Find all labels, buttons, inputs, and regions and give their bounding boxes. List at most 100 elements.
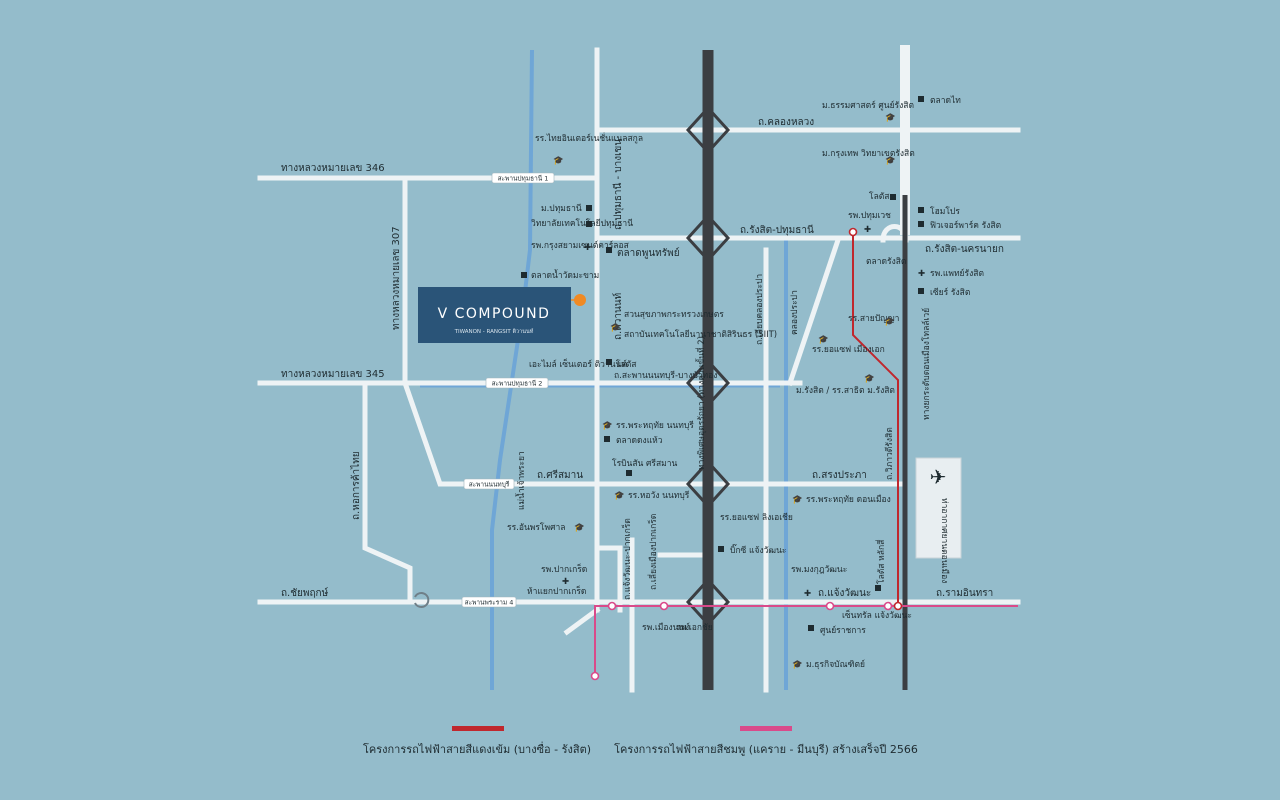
school-cap-icon: 🎓 xyxy=(610,323,621,333)
square-marker-icon xyxy=(606,247,612,253)
project-location-marker xyxy=(574,294,586,306)
station-pink-2 xyxy=(607,601,617,611)
label-samakkhi: ถ.หอการค้าไทย xyxy=(350,451,362,520)
station-pink-1 xyxy=(590,671,600,681)
poi-lotus-ramintra: โลตัส หลักสี่ xyxy=(875,539,887,584)
school-cap-icon: 🎓 xyxy=(553,156,564,166)
label-si-saman: ถ.ศรีสมาน xyxy=(537,469,583,481)
label-chaeng-wattana: ถ.แจ้งวัฒนะ xyxy=(818,587,871,599)
project-name: V COMPOUND xyxy=(438,306,551,322)
hospital-cross-icon: ✚ xyxy=(562,577,569,587)
poi-gov-center: ศูนย์ราชการ xyxy=(820,625,866,636)
label-tollway: ทางยกระดับดอนเมืองโทลล์เวย์ xyxy=(921,308,932,420)
interchange-si-saman xyxy=(685,459,731,509)
square-marker-icon xyxy=(586,221,592,227)
square-marker-icon xyxy=(606,359,612,365)
shield-bridge-2 xyxy=(485,377,549,389)
school-cap-icon: 🎓 xyxy=(574,523,585,533)
chaiyaphruek-loop xyxy=(414,592,430,608)
poi-pak-kret-hosp: รพ.ปากเกร็ด xyxy=(541,563,587,575)
label-rangsit-nakhon-nayok: ถ.รังสิต-นครนายก xyxy=(925,244,1004,255)
poi-phrahathai: รร.พระหฤทัย นนทบุรี xyxy=(616,420,694,431)
label-rangsit-pathum: ถ.รังสิต-ปทุมธานี xyxy=(740,224,814,236)
school-cap-icon: 🎓 xyxy=(818,335,829,345)
road-connector-2 xyxy=(597,545,623,613)
poi-donmueang-school: รร.พระหฤทัย ดอนเมือง xyxy=(806,494,891,505)
road-samakkhi xyxy=(362,380,413,603)
road-rangsit-diag xyxy=(786,236,842,387)
project-box xyxy=(418,287,571,343)
legend: โครงการรถไฟฟ้าสายสีแดงเข้ม (บางซื่อ - รั… xyxy=(363,726,918,756)
poi-talad-rangsit: ตลาดรังสิต xyxy=(866,257,906,267)
label-khlong-prapa: คลองประปา xyxy=(790,290,800,335)
poi-mongkut: รพ.มงกุฎวัฒนะ xyxy=(791,565,847,575)
highways xyxy=(685,50,908,690)
interchange-345 xyxy=(685,358,731,408)
label-hwy345: ทางหลวงหมายเลข 345 xyxy=(281,369,385,380)
label-vibhavadi: ถ.วิภาวดีรังสิต xyxy=(884,427,895,480)
label-river: แม่น้ำเจ้าพระยา xyxy=(515,451,527,510)
poi-talad-thai: ตลาดไท xyxy=(930,95,961,106)
points-of-interest: รร.ไทยอินเตอร์เนชั่นแนลสกูล 🎓 ม.ปทุมธานี… xyxy=(507,95,1001,670)
poi-ck-market: เซ็นทรัล แจ้งวัฒนะ xyxy=(842,609,912,621)
station-pink-5 xyxy=(883,601,893,611)
poi-pak-kret-junction: ห้าแยกปากเกร็ด xyxy=(527,585,586,597)
red-line xyxy=(852,232,899,606)
airport-box xyxy=(915,457,962,559)
station-lak-si xyxy=(893,601,903,611)
poi-satit-intl: รร.ไทยอินเตอร์เนชั่นแนลสกูล xyxy=(535,132,643,144)
label-hwy307: ทางหลวงหมายเลข 307 xyxy=(391,226,402,330)
bridge-label-4: สะพานพระราม 4 xyxy=(465,599,514,607)
poi-yothin: รร.ยอแซฟ ลิงเอเชีย xyxy=(720,512,793,523)
poi-talad-dong: ตลาดดงแห้ว xyxy=(616,435,663,446)
poi-horwang: รร.หอวัง นนทบุรี xyxy=(628,490,690,501)
poi-future-park-west: เอะไมล์ เซ็นเตอร์ ติวานนท์ xyxy=(529,358,627,370)
square-marker-icon xyxy=(918,288,924,294)
hospital-cross-icon: ✚ xyxy=(918,269,925,279)
school-cap-icon: 🎓 xyxy=(792,495,803,505)
label-ram-intra: ถ.รามอินทรา xyxy=(936,588,993,599)
bridge-shields: สะพานปทุมธานี 1 สะพานปทุมธานี 2 สะพานนนท… xyxy=(461,172,555,608)
poi-pathumthani-univ: ม.ปทุมธานี xyxy=(541,203,582,214)
bridge-label-2: สะพานปทุมธานี 2 xyxy=(492,380,543,388)
poi-krungthep-univ: ม.กรุงเทพ วิทยาเขตรังสิต xyxy=(822,149,915,159)
poi-rangsit-school: รร.สายปัญญา xyxy=(848,314,899,324)
school-cap-icon: 🎓 xyxy=(884,317,895,327)
poi-rangsit-univ: ม.รังสิต / รร.สาธิต ม.รังสิต xyxy=(796,386,895,396)
poi-paolo-hosp: รพ.แพทย์รังสิต xyxy=(930,268,984,279)
poi-krungthai-hosp: รพ.กรุงสยามเซนต์คาร์ลอส xyxy=(531,240,630,251)
poi-pathum-tech: วิทยาลัยเทคโนโลยีปทุมธานี xyxy=(531,218,633,229)
label-chaeng-wattana-pak-kret: ถ.แจ้งวัฒนะ-ปากเกร็ด xyxy=(621,518,633,600)
square-marker-icon xyxy=(890,194,896,200)
label-hwy346: ทางหลวงหมายเลข 346 xyxy=(281,163,385,174)
road-si-saman xyxy=(401,379,908,487)
poi-robinson: โรบินสัน ศรีสมาน xyxy=(612,458,678,469)
square-marker-icon xyxy=(808,625,814,631)
square-marker-icon xyxy=(604,436,610,442)
poi-talad-nam: ตลาดน้ำวัดมะขาม xyxy=(531,269,599,281)
project-location: V COMPOUND TIWANON - RANGSIT ติวานนท์ xyxy=(418,287,586,343)
school-cap-icon: 🎓 xyxy=(792,660,803,670)
road-connector-3 xyxy=(563,606,601,636)
bridge-label-1: สะพานปทุมธานี 1 xyxy=(498,175,549,183)
label-songprapha: ถ.สรงประภา xyxy=(812,470,867,481)
label-nonthaburi-bangbua: ถ.สะพานนนทบุรี-บางบัวทอง xyxy=(614,370,717,381)
poi-big-c: บิ๊กซี แจ้งวัฒนะ xyxy=(730,543,786,556)
square-marker-icon xyxy=(918,221,924,227)
road-labels: ทางหลวงหมายเลข 346 ทางหลวงหมายเลข 345 ทา… xyxy=(281,117,1004,600)
square-marker-icon xyxy=(918,96,924,102)
poi-airport: ท่าอากาศยานดอนเมือง xyxy=(939,498,950,583)
shield-bridge-1 xyxy=(491,172,555,184)
school-cap-icon: 🎓 xyxy=(614,491,625,501)
poi-talad-phoon: ตลาดพูนทรัพย์ xyxy=(617,247,680,259)
school-cap-icon: 🎓 xyxy=(864,374,875,384)
legend-red-label: โครงการรถไฟฟ้าสายสีแดงเข้ม (บางซื่อ - รั… xyxy=(363,741,591,756)
poi-thammasat: ม.ธรรมศาสตร์ ศูนย์รังสิต xyxy=(822,100,914,111)
label-khlong-luang: ถ.คลองหลวง xyxy=(758,117,814,128)
station-pink-3 xyxy=(659,601,669,611)
school-cap-icon: 🎓 xyxy=(885,113,896,123)
label-tiwanon: ถ.ติวานนท์ xyxy=(612,293,624,340)
label-chaiyaphruek: ถ.ชัยพฤกษ์ xyxy=(281,587,329,599)
